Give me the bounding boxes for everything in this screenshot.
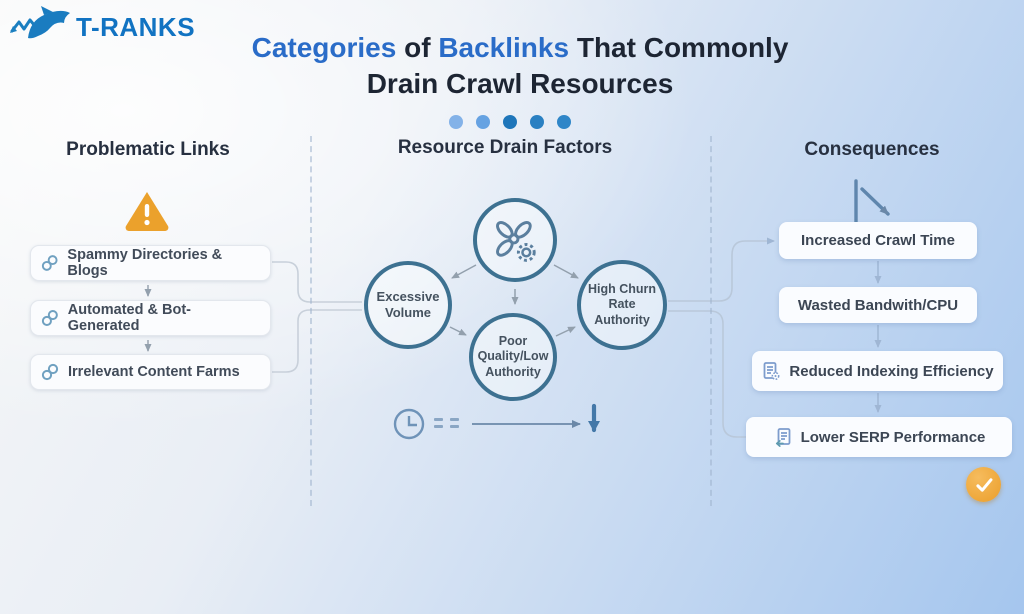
consequence-reduced-indexing: Reduced Indexing Efficiency xyxy=(752,351,1003,391)
consequence-wasted-bandwidth-cpu: Wasted Bandwith/CPU xyxy=(779,287,977,323)
timeline-row xyxy=(393,403,600,440)
problem-item-irrelevant-farms: Irrelevant Content Farms xyxy=(30,354,271,390)
check-icon xyxy=(966,467,1001,502)
factor-node-poor-quality: Poor Quality/Low Authority xyxy=(469,313,557,401)
brand-logo: T-RANKS xyxy=(8,5,195,49)
problem-item-label: Spammy Directories & Blogs xyxy=(67,247,223,279)
dot xyxy=(476,115,490,129)
clock-icon xyxy=(393,408,425,440)
dot xyxy=(530,115,544,129)
document-arrow-icon xyxy=(775,428,790,447)
title-dots xyxy=(449,115,571,129)
hub-node xyxy=(473,198,557,282)
heading-consequences: Consequences xyxy=(804,139,940,160)
dot xyxy=(503,115,517,129)
problem-item-automated-bot: Automated & Bot-Generated xyxy=(30,300,271,336)
document-gear-icon xyxy=(763,362,780,380)
left-bracket-connector xyxy=(272,261,362,373)
crawler-gear-icon xyxy=(496,221,536,262)
consequence-increased-crawl-time: Increased Crawl Time xyxy=(779,222,977,259)
column-divider xyxy=(710,136,712,506)
column-divider xyxy=(310,136,312,506)
factor-label: Excessive Volume xyxy=(376,288,440,320)
right-bracket-connector xyxy=(668,237,775,438)
hub-branch-arrows xyxy=(449,264,579,337)
factor-label: High Churn Rate Authority xyxy=(587,281,657,327)
title-line2: Drain Crawl Resources xyxy=(366,68,674,100)
warning-icon xyxy=(123,189,171,236)
factor-label: Poor Quality/Low Authority xyxy=(477,333,549,379)
heading-resource-drain-factors: Resource Drain Factors xyxy=(397,137,613,158)
problem-item-label: Irrelevant Content Farms xyxy=(68,364,240,380)
equals-marks xyxy=(434,418,459,428)
heading-problematic-links: Problematic Links xyxy=(66,139,230,160)
dot xyxy=(557,115,571,129)
title-line1: Categories of Backlinks That Commonly xyxy=(251,32,789,63)
consequence-label: Increased Crawl Time xyxy=(801,232,955,249)
link-icon xyxy=(41,255,58,271)
factor-node-excessive-volume: Excessive Volume xyxy=(364,261,452,349)
page-title: Categories of Backlinks That Commonly Dr… xyxy=(170,30,870,103)
problem-item-label: Automated & Bot-Generated xyxy=(67,302,191,334)
link-icon xyxy=(41,310,58,326)
problem-item-spammy-directories: Spammy Directories & Blogs xyxy=(30,245,271,281)
consequence-label: Lower SERP Performance xyxy=(800,428,986,446)
link-icon xyxy=(41,363,59,381)
consequence-lower-serp: Lower SERP Performance xyxy=(746,417,1012,457)
shark-logo-icon xyxy=(10,6,70,39)
brand-name: T-RANKS xyxy=(76,11,196,42)
dot xyxy=(449,115,463,129)
consequence-label: Reduced Indexing Efficiency xyxy=(789,362,994,380)
consequence-label: Wasted Bandwith/CPU xyxy=(797,296,959,314)
factor-node-high-churn: High Churn Rate Authority xyxy=(577,260,667,350)
